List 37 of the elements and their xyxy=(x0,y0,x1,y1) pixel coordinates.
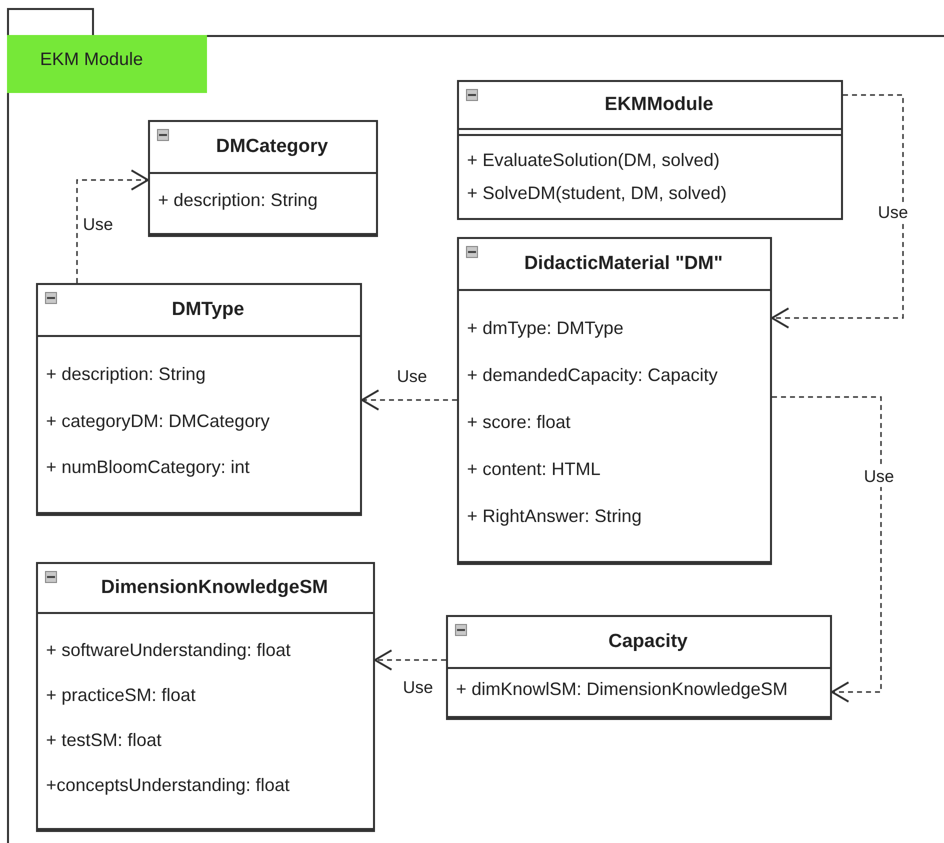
class-box xyxy=(36,562,375,832)
edge-label: Use xyxy=(862,467,896,487)
attribute-text: + testSM: float xyxy=(46,728,163,752)
class-name: DimensionKnowledgeSM xyxy=(101,577,328,599)
attribute-text: + demandedCapacity: Capacity xyxy=(467,364,719,388)
dependency-arrow xyxy=(361,389,457,411)
attribute-text: + score: float xyxy=(467,411,572,434)
attribute-text: +conceptsUnderstanding: float xyxy=(46,774,291,797)
package-label: EKM Module xyxy=(7,35,207,93)
dependency-arrow xyxy=(772,396,882,703)
attribute-text: + practiceSM: float xyxy=(46,684,197,707)
class-box xyxy=(457,237,772,565)
attribute-text: + description: String xyxy=(158,188,319,212)
attribute-text: + categoryDM: DMCategory xyxy=(46,410,271,433)
attribute-text: + content: HTML xyxy=(467,458,602,482)
package-frame xyxy=(7,8,944,843)
attribute-text: + dmType: DMType xyxy=(467,317,625,340)
attribute-text: + description: String xyxy=(46,363,207,386)
class-box xyxy=(457,80,843,220)
class-name: DMType xyxy=(172,299,244,321)
edge-label: Use xyxy=(876,203,910,223)
class-box xyxy=(36,283,362,516)
dependency-arrow xyxy=(374,649,446,671)
attribute-text: + softwareUnderstanding: float xyxy=(46,638,292,662)
class-name: Capacity xyxy=(608,631,688,653)
class-name: DMCategory xyxy=(216,136,328,158)
attribute-text: + numBloomCategory: int xyxy=(46,456,251,480)
operation-text: + EvaluateSolution(DM, solved) xyxy=(467,148,721,172)
class-name: DidacticMaterial "DM" xyxy=(524,253,723,275)
class-box xyxy=(148,120,378,237)
attribute-text: + RightAnswer: String xyxy=(467,505,643,528)
attribute-text: + dimKnowlSM: DimensionKnowledgeSM xyxy=(456,678,789,701)
class-name: EKMModule xyxy=(604,94,714,116)
dependency-arrow xyxy=(76,169,149,283)
dependency-arrow xyxy=(771,94,904,329)
class-box xyxy=(446,615,832,720)
operation-text: + SolveDM(student, DM, solved) xyxy=(467,182,728,205)
